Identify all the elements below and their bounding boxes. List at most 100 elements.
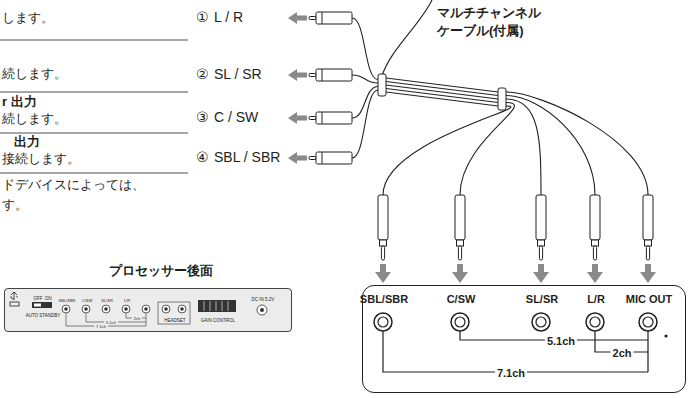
body-text: 続します。 xyxy=(2,67,67,80)
body-text: す。 xyxy=(2,198,28,211)
wheel-ridge xyxy=(204,301,205,311)
jack-label: MIC OUT xyxy=(626,294,672,305)
rear-panel: プロセッサー後面OFFONAUTO STANDBYSBL/SBRC/SWSL/S… xyxy=(4,288,292,332)
jack-inner xyxy=(643,317,653,327)
cable xyxy=(382,0,432,76)
jack-label: SL/SR xyxy=(101,299,113,303)
plug-tip xyxy=(381,246,384,260)
jack-label: SBL/SBR xyxy=(360,294,408,305)
jack-inner xyxy=(590,317,600,327)
plug-ring xyxy=(592,240,599,246)
direction-arrow xyxy=(375,264,391,283)
switch-label: OFF xyxy=(34,297,43,302)
jack xyxy=(122,305,130,313)
jack-label: HEADSET xyxy=(164,319,185,324)
jack-inner xyxy=(144,307,148,311)
cable xyxy=(506,92,648,195)
jack xyxy=(178,305,186,313)
plug-ring xyxy=(538,240,545,246)
body-text: 続します。 xyxy=(2,112,67,125)
usb-symbol xyxy=(11,292,17,300)
plug-tip xyxy=(309,74,316,77)
switch-label: ON xyxy=(45,297,52,302)
jack xyxy=(639,313,657,331)
plug-ring xyxy=(457,240,464,246)
channel-bracket xyxy=(647,331,648,372)
jack-label: C/SW xyxy=(82,299,92,303)
jack-label: DC IN 5.2V xyxy=(252,298,275,303)
jack xyxy=(532,313,550,331)
cable xyxy=(352,87,378,119)
direction-arrow xyxy=(288,152,307,164)
jack-inner xyxy=(124,307,128,311)
channel-label: 5.1ch xyxy=(545,336,577,347)
direction-arrow xyxy=(288,69,307,81)
jack-label: L/R xyxy=(124,299,130,303)
channel-label: 2ch xyxy=(132,317,142,321)
cable xyxy=(352,75,378,83)
jack xyxy=(142,305,150,313)
cable xyxy=(460,103,514,196)
channel-label: 2ch xyxy=(611,348,634,359)
body-text: ドデバイスによっては、 xyxy=(2,178,145,191)
cable xyxy=(352,18,378,80)
jack xyxy=(451,313,469,331)
switch-label: AUTO STANDBY xyxy=(26,314,61,319)
rule-line xyxy=(0,173,188,174)
plug-body xyxy=(316,69,352,81)
channel-label: 7.1ch xyxy=(94,325,108,329)
cable xyxy=(386,78,498,92)
panel-heading: プロセッサー後面 xyxy=(109,264,213,277)
jack-inner xyxy=(378,317,388,327)
jack-label: L/R xyxy=(587,294,605,305)
cable xyxy=(386,85,498,99)
dc-jack xyxy=(257,305,267,315)
signal-name: SL / SR xyxy=(214,67,262,81)
indicator-dot xyxy=(664,334,667,337)
plug-body xyxy=(378,195,388,240)
signal-name: SBL / SBR xyxy=(214,150,280,164)
plug-tip xyxy=(309,157,316,160)
jack-label: SL/SR xyxy=(526,294,558,305)
plug-tip xyxy=(458,246,461,260)
rule-line xyxy=(0,133,188,134)
plug-ring xyxy=(380,240,387,246)
direction-arrow xyxy=(452,264,468,283)
gain-wheel xyxy=(198,300,236,312)
plug-ring xyxy=(322,69,323,81)
body-text: 接続します。 xyxy=(2,152,80,165)
jack-inner xyxy=(260,308,264,312)
plug-tip xyxy=(309,117,316,120)
jack xyxy=(82,305,90,313)
cable xyxy=(386,82,498,96)
panel-face xyxy=(4,288,292,332)
plug-ring xyxy=(322,152,323,164)
plug-tip xyxy=(593,246,596,260)
jack xyxy=(162,305,170,313)
jack-inner xyxy=(455,317,465,327)
direction-arrow xyxy=(533,264,549,283)
wheel-ridge xyxy=(210,301,211,311)
plug-ring xyxy=(322,112,323,124)
jack-label: SBL/SBR xyxy=(59,299,76,303)
plug-body xyxy=(643,195,653,240)
part-name: マルチチャンネル ケーブル(付属) xyxy=(437,4,549,39)
control-label: GAIN CONTROL xyxy=(201,319,235,324)
jack-inner xyxy=(164,307,168,311)
plug-tip xyxy=(309,17,316,20)
jack-inner xyxy=(180,307,184,311)
power-switch xyxy=(32,302,52,308)
signal-name: C / SW xyxy=(214,110,258,124)
usb-port xyxy=(10,302,19,306)
body-text: します。 xyxy=(2,11,54,24)
jack-closeup: SBL/SBRC/SWSL/SRL/RMIC OUT5.1ch2ch7.1ch xyxy=(362,285,686,393)
jack xyxy=(586,313,604,331)
callout-number: ② xyxy=(196,67,209,81)
plug-body xyxy=(316,12,352,24)
callout-number: ① xyxy=(196,10,209,24)
plug-tip xyxy=(539,246,542,260)
plug-body xyxy=(455,195,465,240)
